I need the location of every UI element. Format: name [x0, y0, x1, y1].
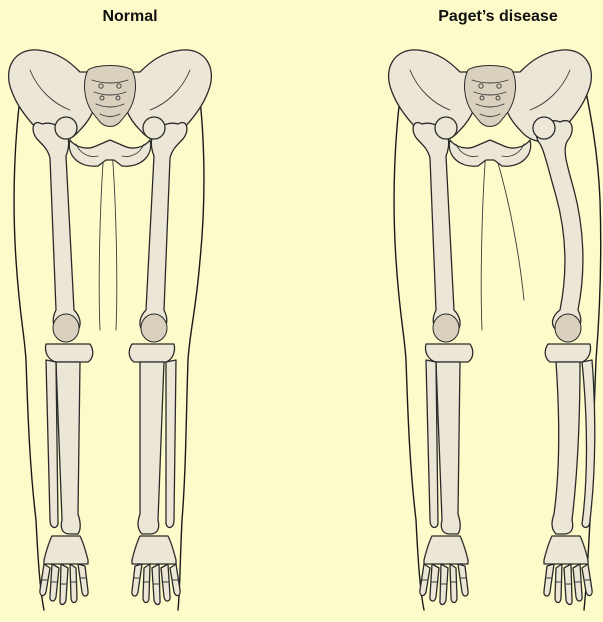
pagets-left-fibula: [426, 360, 438, 527]
normal-right-fibula: [166, 360, 176, 527]
normal-body-outline-left: [14, 70, 44, 610]
pagets-right-tibia: [552, 362, 580, 534]
pagets-body-outline-right: [580, 62, 601, 610]
normal-left-fibula: [46, 360, 58, 527]
normal-left-tibia: [56, 362, 80, 534]
normal-skeleton: [9, 50, 212, 610]
pagets-right-fibula: [582, 360, 595, 527]
pagets-left-tibia: [436, 362, 460, 534]
normal-body-outline-right: [178, 62, 204, 610]
pagets-skeleton: [389, 50, 601, 610]
pagets-bowed-femur: [537, 121, 583, 330]
pagets-body-outline-left: [394, 70, 424, 610]
normal-right-tibia: [138, 362, 164, 534]
